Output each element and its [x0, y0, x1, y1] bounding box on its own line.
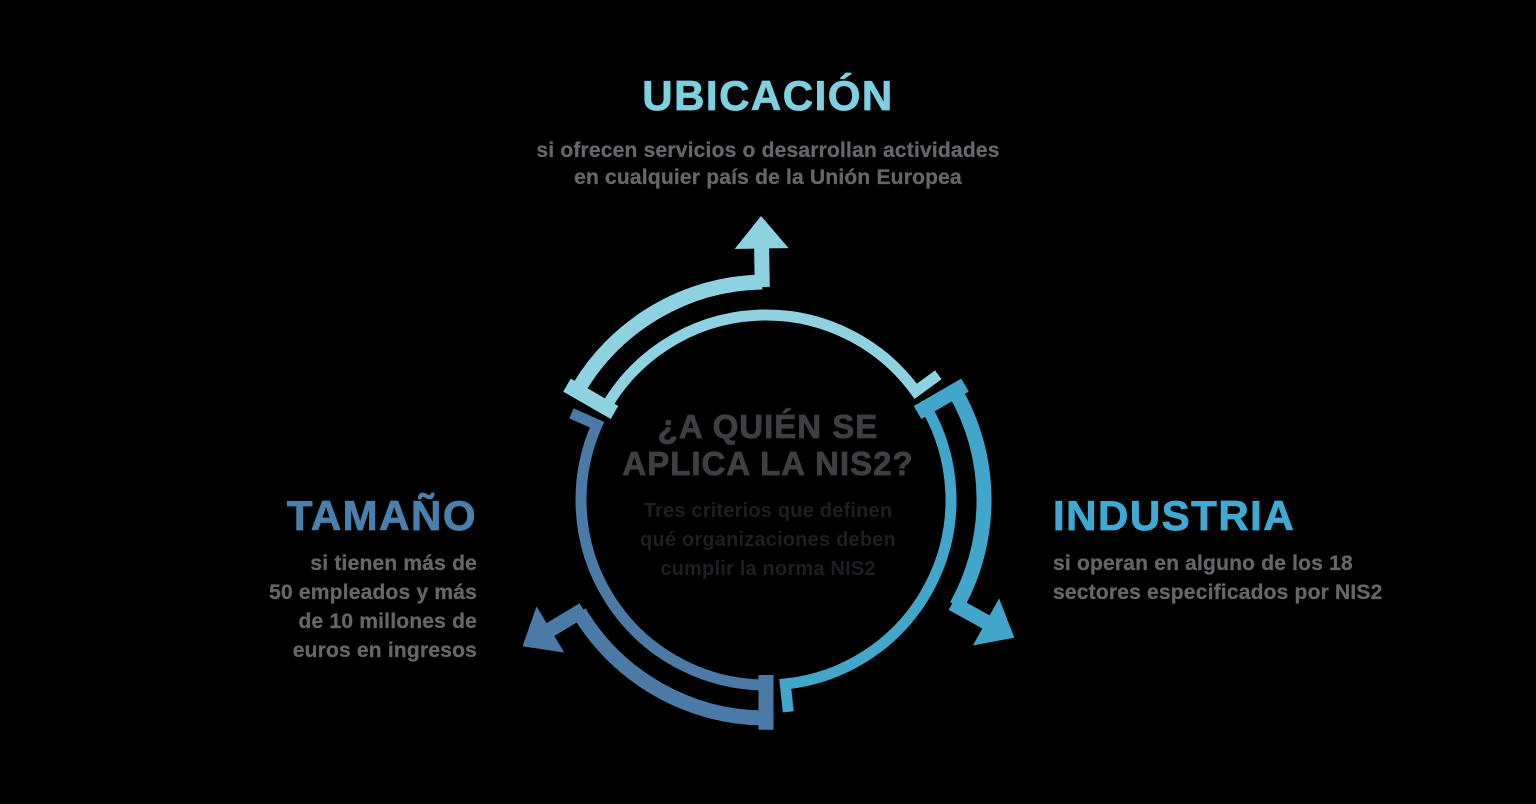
tamano-title: TAMAÑO — [286, 492, 477, 539]
tamano-description-line: 50 empleados y más — [269, 581, 477, 604]
tamano-section: TAMAÑO si tienen más de 50 empleados y m… — [269, 492, 477, 665]
tamano-description-line: de 10 millones de — [298, 610, 477, 633]
ubicacion-description-line: si ofrecen servicios o desarrollan activ… — [536, 139, 1000, 162]
center-subtitle-line: cumplir la norma NIS2 — [660, 558, 876, 580]
center-title-line: ¿A QUIÉN SE — [657, 408, 879, 446]
industria-description-line: si operan en alguno de los 18 — [1053, 552, 1353, 575]
center-subtitle-line: Tres criterios que definen — [643, 500, 893, 522]
center-subtitle: Tres criterios que definen qué organizac… — [0, 497, 1536, 584]
arc-segment-top-arrow-icon — [567, 216, 938, 413]
center-title-line: APLICA LA NIS2? — [622, 445, 914, 483]
tamano-description: si tienen más de 50 empleados y más de 1… — [269, 549, 477, 665]
tamano-description-line: si tienen más de — [310, 552, 477, 575]
center-subtitle-line: qué organizaciones deben — [640, 529, 896, 551]
tamano-description-line: euros en ingresos — [292, 639, 477, 662]
industria-description: si operan en alguno de los 18 sectores e… — [1053, 549, 1383, 607]
industria-title: INDUSTRIA — [1053, 492, 1296, 539]
ubicacion-description-line: en cualquier país de la Unión Europea — [574, 166, 962, 189]
ubicacion-description: si ofrecen servicios o desarrollan activ… — [0, 137, 1536, 191]
center-title: ¿A QUIÉN SE APLICA LA NIS2? — [0, 408, 1536, 483]
industria-description-line: sectores especificados por NIS2 — [1053, 581, 1383, 604]
ubicacion-title: UBICACIÓN — [642, 72, 894, 119]
industria-section: INDUSTRIA si operan en alguno de los 18 … — [1053, 492, 1383, 607]
